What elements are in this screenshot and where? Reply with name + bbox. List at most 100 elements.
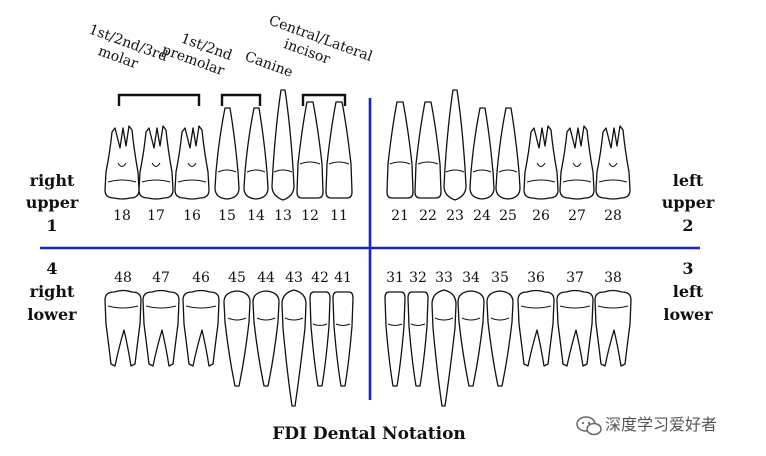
quadrant-upper-left: left upper 2 [662,171,715,235]
tooth-outline [594,289,632,367]
tooth-outline [252,290,280,387]
bracket-premolar [220,93,262,106]
watermark: 深度学习爱好者 [576,415,717,436]
tooth-outline [384,291,406,387]
quadrant-line: 4 [46,259,57,278]
watermark-text: 深度学习爱好者 [605,415,717,434]
quadrant-line: right [30,282,75,301]
tooth-outline [223,290,251,387]
tooth-number: 33 [435,270,453,286]
quadrant-line: upper [26,193,79,212]
tooth-outline [414,101,442,199]
tooth-number: 38 [604,270,622,286]
tooth: 43 [281,270,307,407]
tooth-outline [556,289,594,367]
quadrant-lower-left: 3 left lower [663,259,713,324]
tooth: 36 [517,270,555,367]
tooth: 13 [271,89,295,224]
group-label-premolar: 1st/2nd premolar [160,31,235,80]
tooth: 27 [559,125,595,224]
tooth: 46 [182,270,220,367]
tooth-outline [325,101,353,199]
tooth: 42 [309,270,331,387]
tooth-number: 22 [419,208,437,224]
tooth: 18 [104,125,140,224]
tooth-number: 31 [386,270,404,286]
quadrant-line: 1 [46,216,57,235]
tooth-number: 41 [334,270,352,286]
tooth-number: 14 [247,208,265,224]
tooth-number: 32 [409,270,427,286]
tooth-outline [309,291,331,387]
tooth: 32 [407,270,429,387]
tooth-number: 27 [568,208,586,224]
tooth-outline [296,101,324,199]
tooth: 17 [138,125,174,224]
group-label-canine: Canine [243,49,295,81]
tooth-number: 15 [218,208,236,224]
tooth-outline [495,107,521,200]
tooth-outline [243,107,269,200]
tooth-number: 37 [566,270,584,286]
quadrant-line: left [673,282,704,301]
tooth-outline [407,291,429,387]
tooth-number: 45 [228,270,246,286]
tooth-number: 35 [491,270,509,286]
tooth-outline [517,289,555,367]
tooth: 22 [414,101,442,224]
tooth: 16 [174,125,210,224]
tooth-outline [469,107,495,200]
tooth: 33 [431,270,457,407]
tooth: 21 [386,101,414,224]
tooth-outline [523,125,559,200]
tooth-outline [559,125,595,200]
tooth-number: 18 [113,208,131,224]
tooth: 31 [384,270,406,387]
tooth-number: 44 [257,270,275,286]
tooth-number: 48 [114,270,132,286]
tooth-outline [443,89,467,201]
tooth-number: 23 [446,208,464,224]
tooth-outline [486,290,514,387]
tooth-number: 16 [183,208,201,224]
tooth: 47 [142,270,180,367]
tooth-number: 28 [604,208,622,224]
tooth-number: 47 [152,270,170,286]
tooth: 44 [252,270,280,387]
tooth-outline [386,101,414,199]
quadrant-line: right [30,171,75,190]
tooth-outline [271,89,295,201]
tooth: 23 [443,89,467,224]
quadrant-lower-right: 4 right lower [27,259,77,324]
tooth: 34 [457,270,485,387]
tooth: 37 [556,270,594,367]
tooth-number: 36 [527,270,545,286]
tooth: 15 [214,107,240,224]
tooth-number: 12 [301,208,319,224]
tooth-outline [595,125,631,200]
tooth: 25 [495,107,521,224]
group-label-molar: 1st/2nd/3rd molar [87,22,170,73]
tooth: 28 [595,125,631,224]
tooth-outline [332,291,354,387]
tooth-outline [138,125,174,200]
tooth: 45 [223,270,251,387]
quadrant-line: 3 [682,259,693,278]
tooth-outline [431,289,457,407]
tooth-number: 13 [274,208,292,224]
quadrant-line: lower [27,305,77,324]
tooth: 14 [243,107,269,224]
tooth-number: 11 [330,208,348,224]
group-label-line: Canine [243,49,295,81]
tooth: 26 [523,125,559,224]
tooth: 48 [104,270,142,367]
tooth-outline [174,125,210,200]
tooth-number: 25 [499,208,517,224]
quadrant-line: lower [663,305,713,324]
tooth-outline [182,289,220,367]
wechat-icon [576,416,602,436]
tooth-outline [281,289,307,407]
tooth-number: 42 [311,270,329,286]
